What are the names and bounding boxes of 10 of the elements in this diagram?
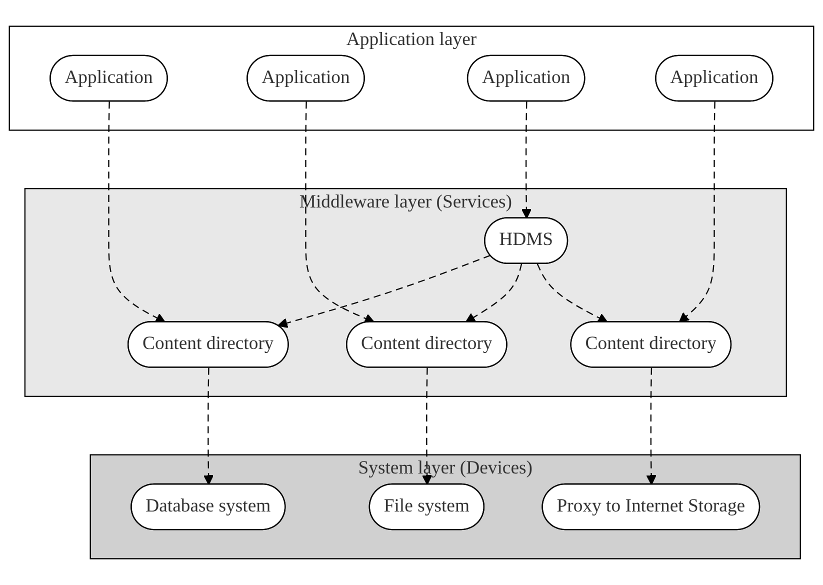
arrow [678, 102, 716, 323]
arrow [521, 102, 532, 219]
arrow [536, 264, 608, 323]
arrow [305, 102, 375, 324]
arrow [422, 368, 432, 486]
arrow [465, 264, 522, 323]
arrow [108, 102, 166, 323]
arrow [646, 368, 656, 486]
arrow [203, 368, 214, 486]
arrow [277, 254, 490, 328]
